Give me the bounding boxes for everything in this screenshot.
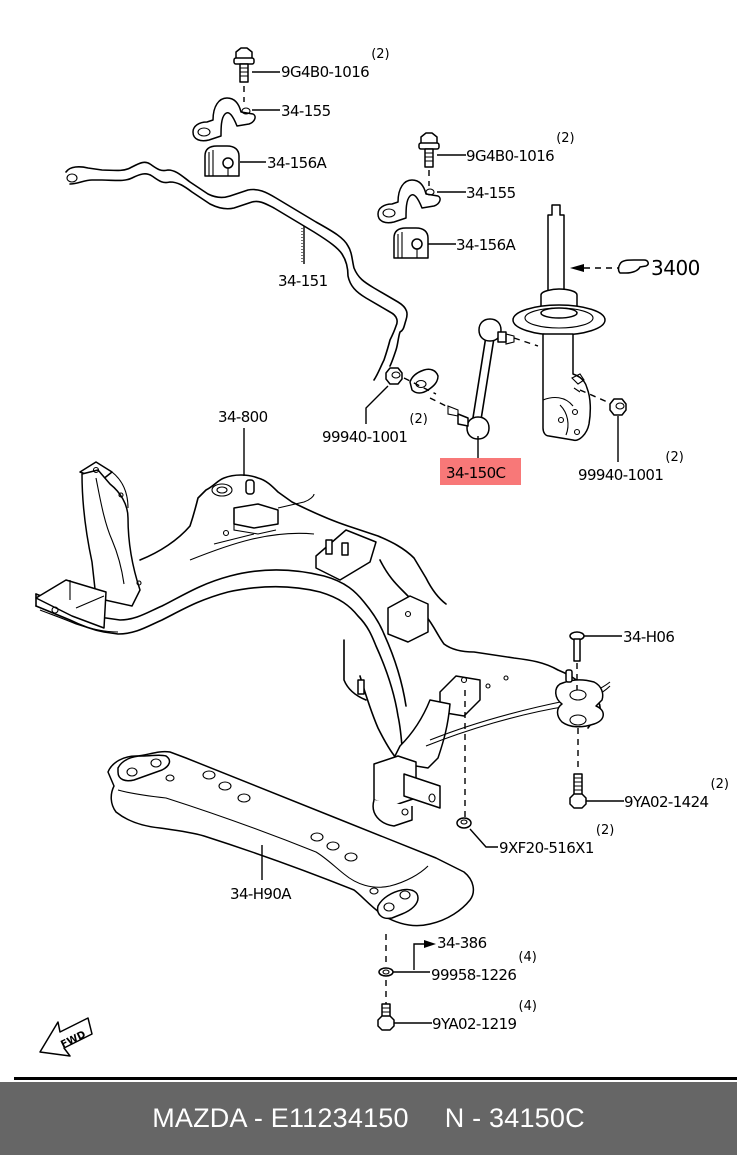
stabilizer-link-drawing <box>447 318 515 440</box>
part-label: 34-156A <box>267 154 328 172</box>
quantity-label: (2) <box>665 450 683 465</box>
highlighted-part-label[interactable]: 34-150C <box>440 458 521 485</box>
bushing-icon <box>204 145 240 177</box>
reference-label: 34-386 <box>437 934 487 952</box>
parts-diagram: 9G4B0-1016 (2) 34-155 34-156A 9G4B0-1016… <box>35 47 729 1057</box>
part-label: 9G4B0-1016 <box>281 63 369 81</box>
part-label: 34-155 <box>466 184 516 202</box>
bolt-icon <box>418 132 440 168</box>
strut-drawing <box>512 204 606 442</box>
quantity-label: (4) <box>518 950 536 965</box>
part-label: 9G4B0-1016 <box>466 147 554 165</box>
reference-label: 3400 <box>651 256 700 280</box>
quantity-label: (2) <box>371 47 389 62</box>
part-label-highlighted[interactable]: 34-150C <box>446 464 506 482</box>
part-label: 9YA02-1219 <box>432 1015 517 1033</box>
part-label: 34-156A <box>456 236 517 254</box>
nut-icon <box>609 398 627 416</box>
bolt-icon <box>377 1003 395 1031</box>
nut-icon <box>385 367 403 385</box>
part-label: 34-800 <box>218 408 268 426</box>
quantity-label: (2) <box>556 131 574 146</box>
bolt-icon <box>233 47 255 83</box>
bolt-icon <box>569 631 585 662</box>
part-label: 99958-1226 <box>431 966 516 984</box>
part-label: 34-151 <box>278 272 328 290</box>
nut-icon <box>456 817 472 829</box>
reference-arrow <box>570 259 649 274</box>
crossmember-drawing <box>35 461 611 827</box>
bushing-icon <box>393 227 429 259</box>
reference-part-number: N - 34150C <box>444 1103 585 1133</box>
stabilizer-bar-drawing <box>65 161 439 394</box>
washer-icon <box>378 967 394 977</box>
part-label: 9YA02-1424 <box>624 793 709 811</box>
part-label: 99940-1001 <box>578 466 663 484</box>
forward-arrow-icon: FWD <box>39 1017 93 1057</box>
quantity-label: (2) <box>596 823 614 838</box>
bracket-icon <box>192 97 256 142</box>
part-label: 34-H06 <box>623 628 674 646</box>
bracket-icon <box>377 179 441 224</box>
part-label: 34-H90A <box>230 885 292 903</box>
quantity-label: (2) <box>711 777 729 792</box>
footer-bar: MAZDA - E11234150 N - 34150C <box>0 1082 737 1155</box>
part-label: 9XF20-516X1 <box>499 839 594 857</box>
brace-drawing <box>107 750 475 927</box>
part-label: 34-155 <box>281 102 331 120</box>
quantity-label: (4) <box>519 999 537 1014</box>
brand-part-number: MAZDA - E11234150 <box>152 1103 409 1133</box>
part-label: 99940-1001 <box>322 428 407 446</box>
footer-divider <box>14 1077 737 1080</box>
quantity-label: (2) <box>409 412 427 427</box>
bolt-icon <box>569 773 587 809</box>
